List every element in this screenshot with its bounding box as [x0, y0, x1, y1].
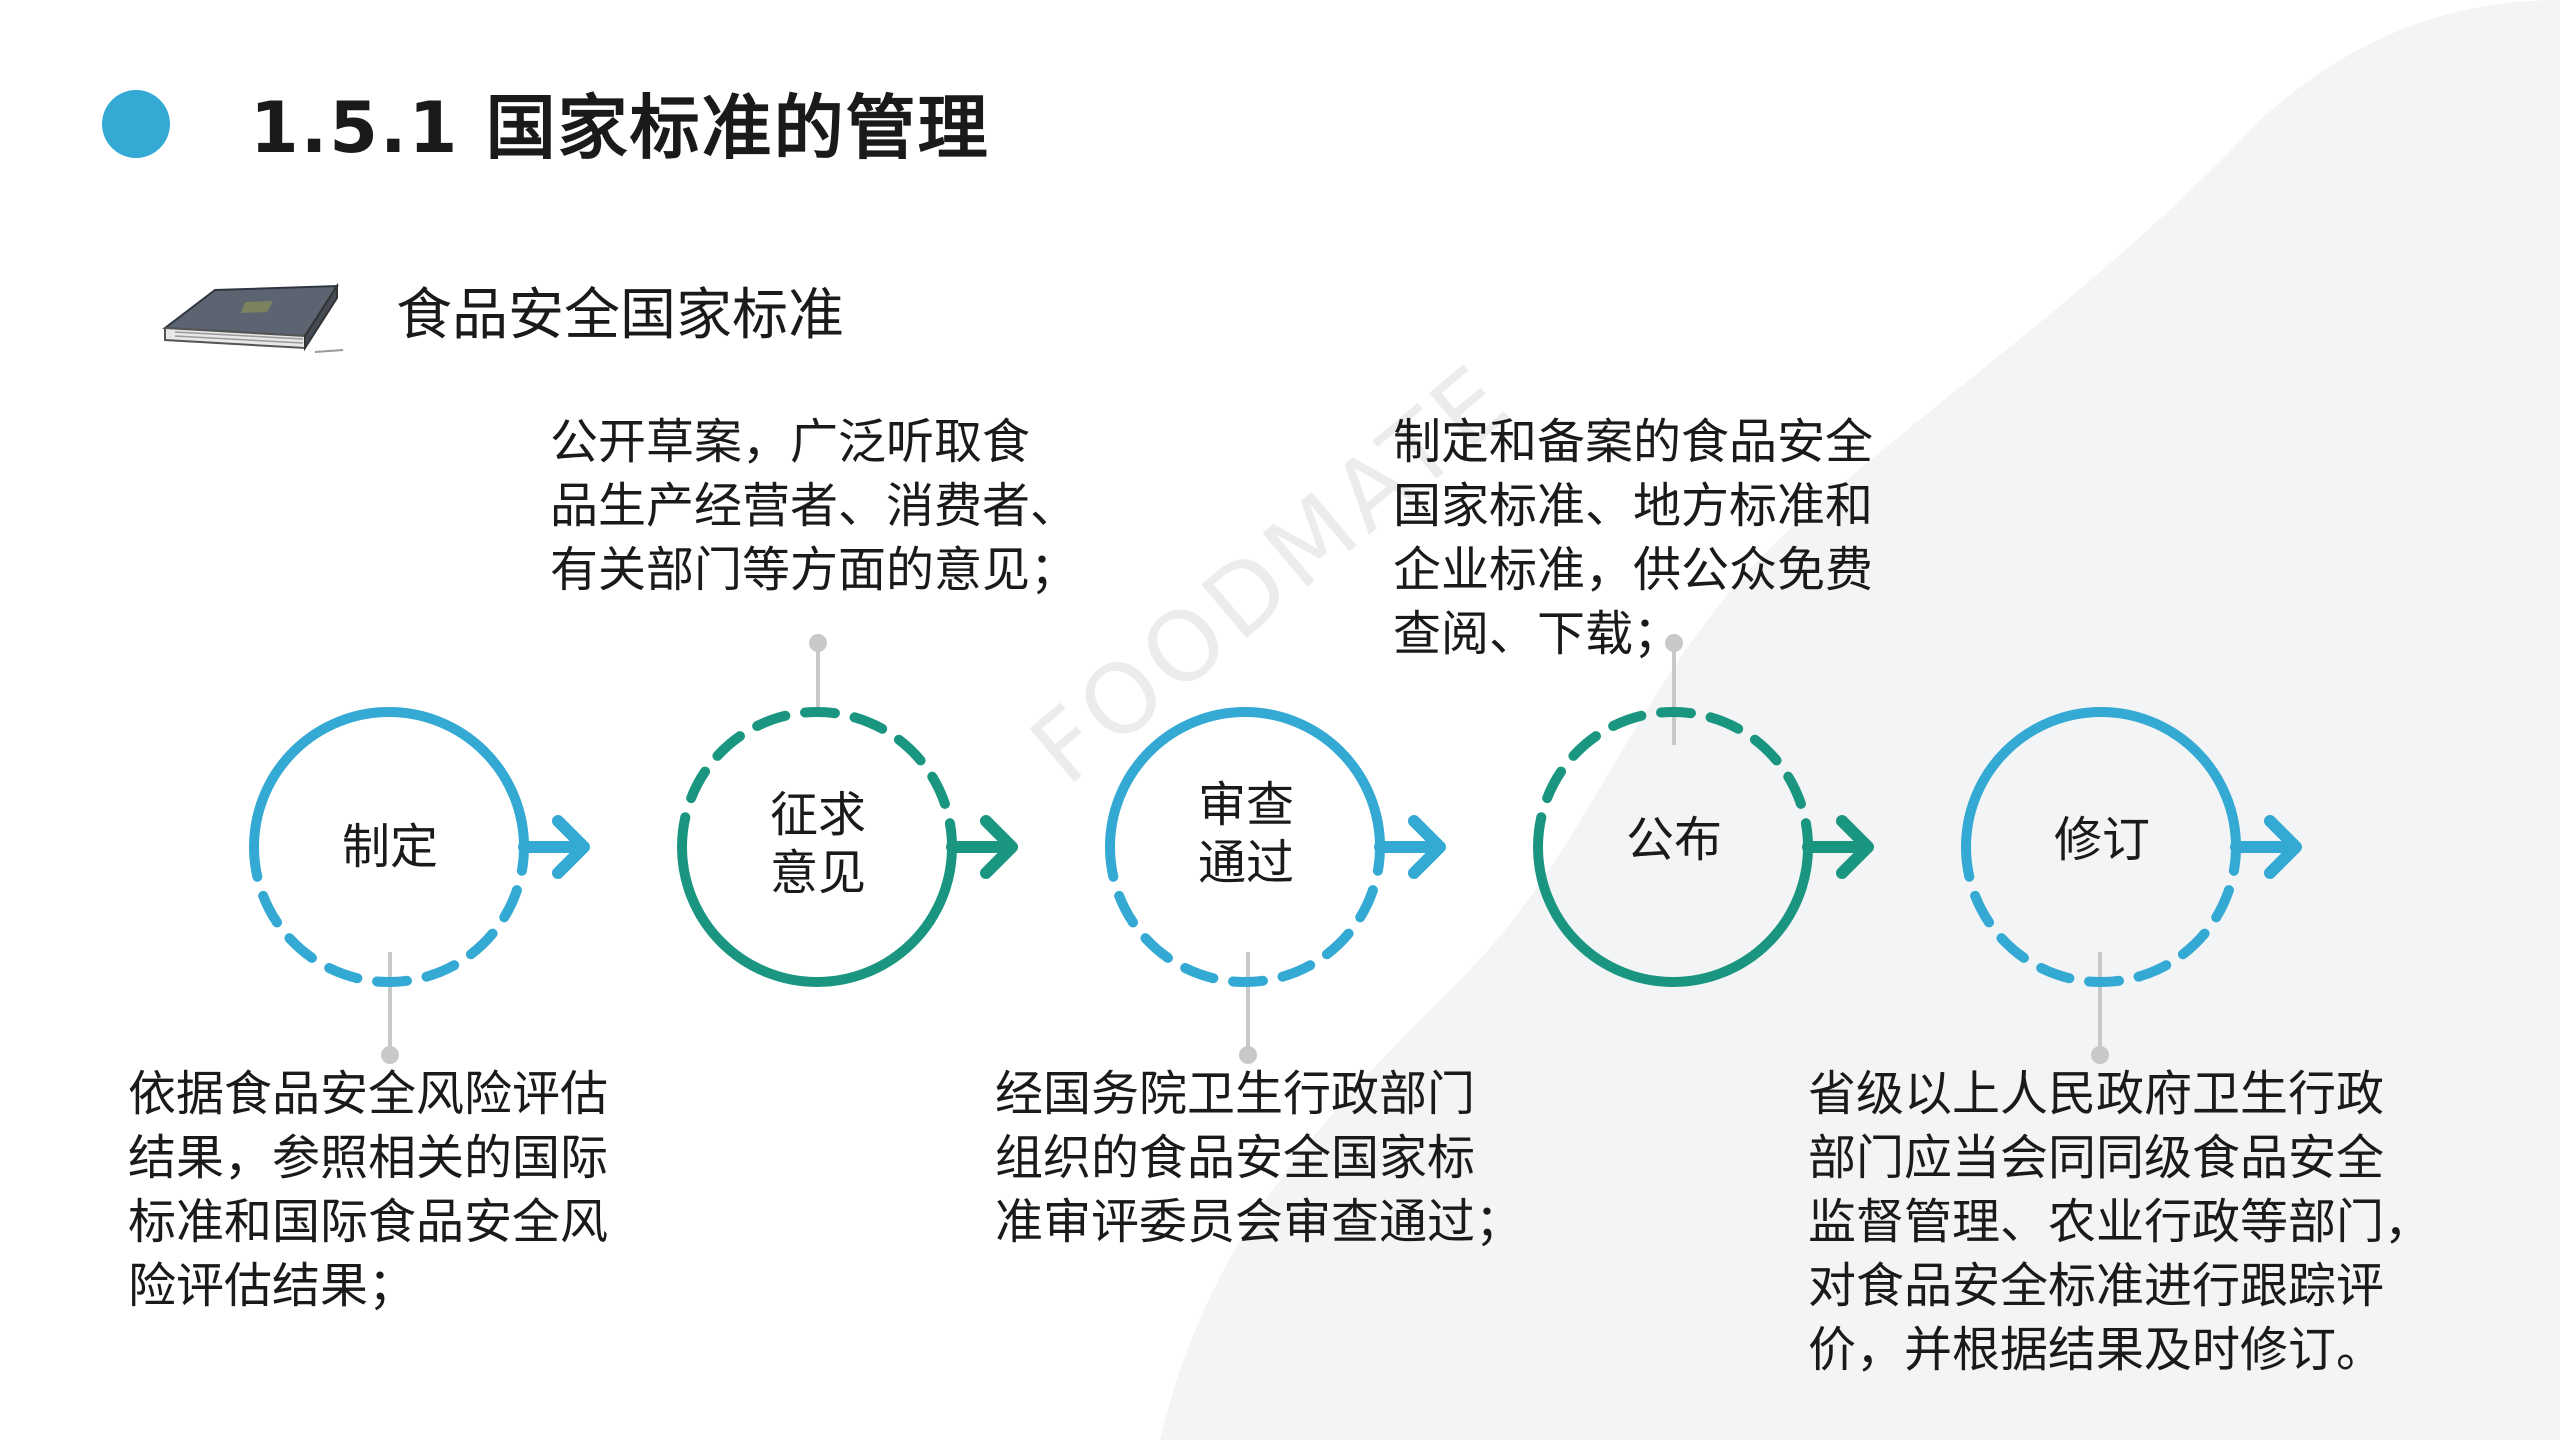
connector-dot-3: [1239, 1046, 1257, 1064]
step-label-zhiding: 制定: [341, 819, 438, 875]
desc-zhengqiu: 公开草案，广泛听取食 品生产经营者、消费者、 有关部门等方面的意见；: [550, 414, 1079, 598]
step-label-xiuding: 修订: [2053, 812, 2150, 868]
arrow-right-icon: [518, 815, 590, 879]
book-icon: [162, 282, 344, 353]
desc-xiuding: 省级以上人民政府卫生行政 部门应当会同同级食品安全 监督管理、农业行政等部门， …: [1808, 1066, 2433, 1378]
step-circle-gongbu: [1533, 707, 1813, 987]
arrow-right-icon: [946, 815, 1018, 879]
step-label-zhengqiu: 征求 意见: [769, 787, 866, 901]
arrow-right-icon: [1802, 815, 1874, 879]
desc-zhiding: 依据食品安全风险评估 结果，参照相关的国际 标准和国际食品安全风 险评估结果；: [128, 1066, 609, 1314]
arrow-right-icon: [1374, 815, 1446, 879]
step-label-gongbu: 公布: [1625, 812, 1722, 868]
section-subtitle: 食品安全国家标准: [396, 283, 844, 348]
connector-dot-1: [381, 1046, 399, 1064]
title-bullet-icon: [102, 90, 170, 158]
step-circle-zhengqiu: [677, 707, 957, 987]
page-title: 1.5.1 国家标准的管理: [250, 87, 990, 169]
desc-shencha: 经国务院卫生行政部门 组织的食品安全国家标 准审评委员会审查通过；: [995, 1066, 1524, 1250]
step-circle-shencha: [1105, 707, 1385, 987]
step-circle-xiuding: [1961, 707, 2241, 987]
connector-dot-5: [2091, 1046, 2109, 1064]
desc-gongbu: 制定和备案的食品安全 国家标准、地方标准和 企业标准，供公众免费 查阅、下载；: [1393, 414, 1874, 662]
connector-dot-2: [809, 634, 827, 652]
step-label-shencha: 审查 通过: [1197, 777, 1294, 891]
arrow-right-icon: [2230, 815, 2302, 879]
connector-dot-4: [1665, 634, 1683, 652]
step-circle-zhiding: [249, 707, 529, 987]
